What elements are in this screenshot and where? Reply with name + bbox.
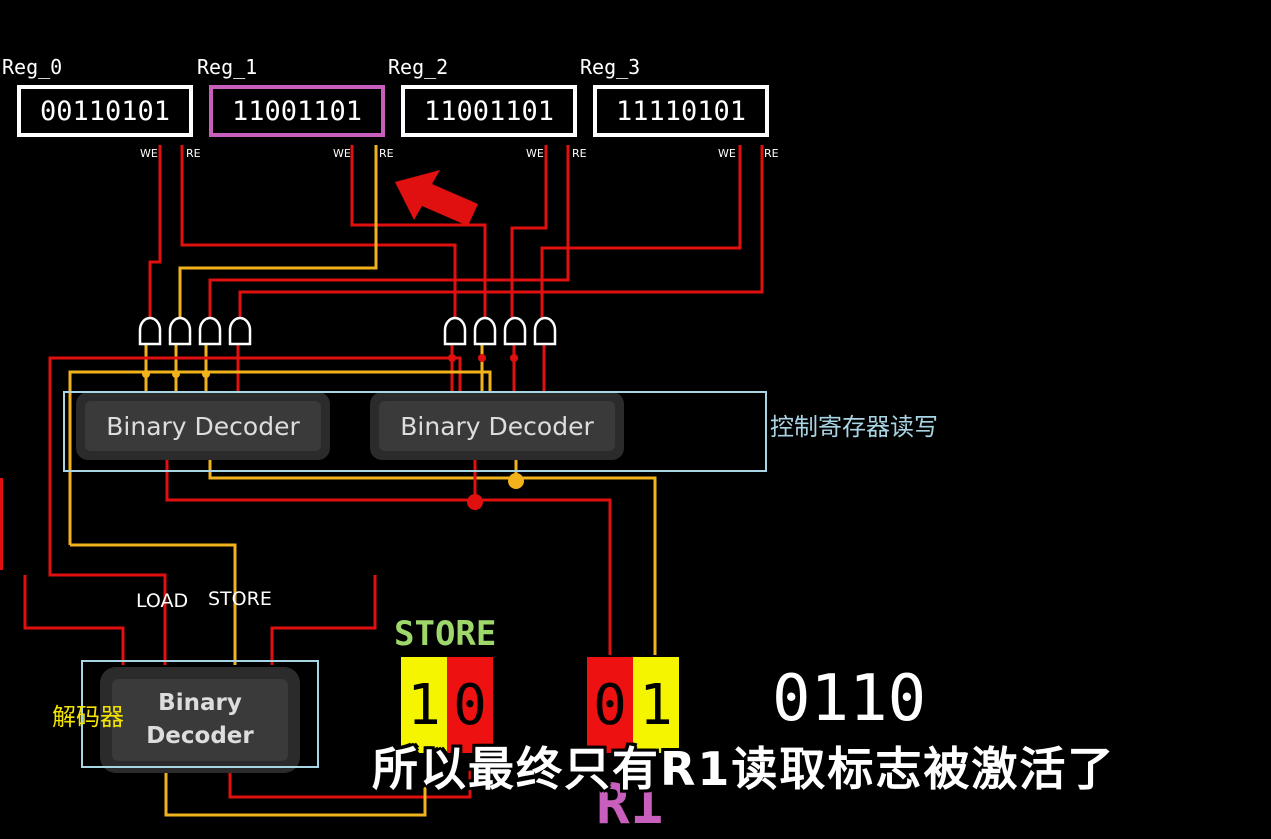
reg-2-re-pin: RE (572, 147, 587, 160)
reg-0-label: Reg_0 (2, 55, 63, 79)
wire-store-line (70, 543, 237, 665)
decoder-annotation: 解码器 (52, 703, 124, 731)
wire-dec-out-yellow (164, 760, 427, 817)
store-signal-label: STORE (208, 588, 272, 610)
reg-select-bit-0: 0 (587, 657, 633, 753)
junction-dot (172, 370, 180, 378)
wire-reg2-we (510, 145, 548, 320)
wire-reg0-re (180, 145, 457, 320)
reg-3-we-pin: WE (718, 147, 736, 160)
and-gate (533, 316, 557, 346)
main-decoder-line1: Binary (158, 690, 242, 716)
junction-dot (202, 370, 210, 378)
data-bits: 0110 (772, 662, 927, 736)
junction-dot (142, 370, 150, 378)
reg-3-box: 11110101 (593, 85, 769, 137)
junction-dot-red-large (467, 494, 483, 510)
subtitle-caption: 所以最终只有R1读取标志被激活了 (372, 742, 1116, 796)
wire-dec-left-red (165, 460, 612, 655)
and-gate (228, 316, 252, 346)
register-name-label: R1 (596, 772, 664, 837)
wire-reg1-we (350, 145, 487, 320)
load-signal-label: LOAD (136, 590, 189, 612)
and-gate (168, 316, 192, 346)
main-binary-decoder: Binary Decoder (100, 667, 300, 773)
binary-decoder-left: Binary Decoder (76, 392, 330, 460)
reg-1-re-pin: RE (379, 147, 394, 160)
reg-3-re-pin: RE (764, 147, 779, 160)
binary-decoder-right: Binary Decoder (370, 392, 624, 460)
junction-dot (478, 354, 486, 362)
opcode-label: STORE (394, 614, 497, 654)
wire-load-line (48, 392, 167, 665)
wire-bus-left-red (48, 356, 462, 392)
wire-reg3-we (540, 145, 742, 320)
and-gate (503, 316, 527, 346)
reg-1-box: 11001101 (209, 85, 385, 137)
reg-1-label: Reg_1 (197, 55, 258, 79)
wire-reg3-re (238, 145, 764, 320)
opcode-bit-0: 1 (401, 657, 447, 753)
wire-reg2-re (208, 145, 570, 320)
decoder-group-outline (81, 660, 319, 768)
wire-dec-out-red (228, 760, 472, 799)
and-gate (198, 316, 222, 346)
junction-dot-yellow-large (508, 473, 524, 489)
red-arrow-icon (395, 170, 478, 226)
reg-2-we-pin: WE (526, 147, 544, 160)
reg-2-box: 11001101 (401, 85, 577, 137)
and-gate (138, 316, 162, 346)
reg-0-we-pin: WE (140, 147, 158, 160)
edge-marker (0, 478, 3, 570)
and-gate (473, 316, 497, 346)
wire-dec-in-right (270, 575, 377, 665)
reg-0-box: 00110101 (17, 85, 193, 137)
wire-reg0-we (148, 145, 162, 320)
reg-1-we-pin: WE (333, 147, 351, 160)
reg-select-bit-1: 1 (633, 657, 679, 753)
junction-dot (448, 354, 456, 362)
control-group-outline (63, 391, 767, 472)
binary-decoder-right-label: Binary Decoder (379, 401, 615, 451)
reg-3-label: Reg_3 (580, 55, 641, 79)
binary-decoder-left-label: Binary Decoder (85, 401, 321, 451)
reg-2-label: Reg_2 (388, 55, 449, 79)
and-gate (443, 316, 467, 346)
junction-dot (510, 354, 518, 362)
wire-dec-in-left (23, 575, 125, 665)
control-annotation: 控制寄存器读写 (770, 413, 938, 441)
main-decoder-line2: Decoder (146, 723, 254, 749)
reg-0-re-pin: RE (186, 147, 201, 160)
opcode-bit-1: 0 (447, 657, 493, 753)
main-decoder-label: Binary Decoder (112, 679, 288, 761)
wire-dec-left-yellow (208, 460, 657, 655)
wire-reg1-re (178, 145, 378, 320)
wire-bus-left-yellow (68, 370, 492, 545)
